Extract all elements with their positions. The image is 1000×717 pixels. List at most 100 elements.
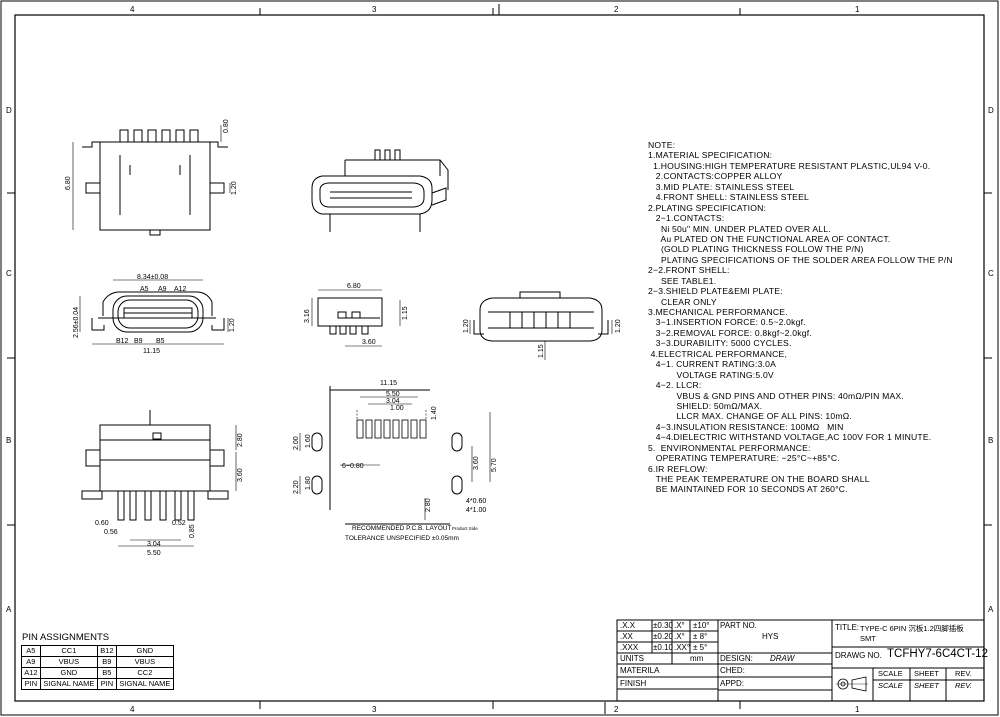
drawg-no-label: DRAWG NO. — [835, 651, 882, 660]
note-line: 3.MECHANICAL PERFORMANCE. — [648, 307, 788, 317]
zone-col-2-bottom: 2 — [614, 705, 619, 714]
tol-1-angle-value: ±10° — [693, 621, 710, 630]
note-line: THE PEAK TEMPERATURE ON THE BOARD SHALL — [648, 474, 870, 484]
pcb-tolerance: TOLERANCE UNSPECIFIED ±0.05mm — [345, 535, 459, 542]
note-line: OPERATING TEMPERATURE: −25°C~+85°C. — [648, 453, 840, 464]
title-label: TITLE: — [835, 623, 860, 632]
drawg-no-value: TCFHY7-6C4CT-12 — [887, 648, 988, 660]
notes-block: NOTE:1.MATERIAL SPECIFICATION: 1.HOUSING… — [648, 140, 953, 495]
units-label: UNITS — [620, 654, 644, 663]
design-value: DRAW — [770, 654, 795, 663]
label-pin-b5: B5 — [156, 338, 165, 345]
dim-bottom-550: 5.50 — [147, 550, 161, 557]
note-line: 2−3.SHIELD PLATE&EMI PLATE: — [648, 286, 783, 297]
dim-top-pitch: 3.60 — [362, 339, 376, 346]
tol-2-label: .XX — [620, 632, 633, 641]
zone-row-b-right: B — [988, 436, 993, 445]
note-line: 4.ELECTRICAL PERFORMANCE, — [648, 348, 788, 359]
dim-bottom-060: 0.60 — [95, 520, 109, 527]
note-line: 2−2.FRONT SHELL: — [648, 265, 730, 276]
dim-rear-bottom: 1.15 — [538, 344, 545, 358]
rev-label-2: REV. — [955, 681, 972, 690]
dim-pcb-304: 3.04 — [386, 398, 400, 405]
side-view — [72, 125, 231, 236]
label-pin-a12: A12 — [174, 286, 187, 293]
dim-pcb-6x080: 6−0.80 — [342, 463, 364, 470]
note-line: 3−2.REMOVAL FORCE: 0.8kgf~2.0kgf. — [648, 327, 812, 338]
rev-label: REV. — [955, 669, 972, 678]
pin-table-cell: GND — [39, 667, 98, 679]
dim-shell-width: 8.34±0.08 — [137, 274, 168, 281]
dim-pcb-width: 11.15 — [380, 380, 397, 387]
dim-pcb-180: 1.80 — [305, 476, 312, 490]
label-pin-a5: A5 — [140, 286, 149, 293]
dim-pcb-100: 1.00 — [390, 405, 404, 412]
dim-top-height: 3.16 — [304, 309, 311, 323]
title-value: TYPE-C 6PIN 沉板1.2四脚插板 — [860, 624, 964, 633]
front-view — [79, 279, 229, 345]
pcb-layout — [299, 386, 491, 525]
note-line: (GOLD PLATING THICKNESS FOLLOW THE P/N) — [648, 244, 864, 255]
zone-labels: 4 3 2 1 4 3 2 1 D C B A D C B A — [6, 5, 994, 714]
dim-pcb-360: 3.60 — [473, 456, 480, 470]
dim-pin-height: 0.80 — [223, 119, 230, 133]
tol-2-angle: .X° — [674, 632, 685, 641]
dim-top-right: 1.15 — [402, 306, 409, 320]
note-line: 2.CONTACTS:COPPER ALLOY — [648, 171, 783, 182]
tol-3-angle-value: ± 5° — [693, 643, 708, 652]
note-line: SHIELD: 50mΩ/MAX. — [648, 400, 763, 411]
dim-bottom-052: 0.52 — [172, 520, 186, 527]
sheet-label-2: SHEET — [914, 681, 940, 690]
dim-pcb-4x100: 4*1.00 — [466, 507, 486, 514]
part-no-label: PART NO. — [720, 621, 757, 630]
ched-label: CHED: — [720, 666, 745, 675]
dim-bottom-085: 0.85 — [189, 524, 196, 538]
note-line: 4.FRONT SHELL: STAINLESS STEEL — [648, 192, 810, 203]
dim-pcb-220: 2.20 — [293, 480, 300, 494]
scale-label-2: SCALE — [878, 681, 903, 690]
bottom-view — [81, 410, 237, 547]
design-label: DESIGN: — [720, 654, 753, 663]
zone-col-1: 1 — [855, 5, 860, 14]
zone-row-d-right: D — [988, 106, 994, 115]
scale-label: SCALE — [878, 669, 903, 678]
dim-bottom-056: 0.56 — [104, 529, 118, 536]
finish-label: FINISH — [620, 679, 647, 688]
note-line: 5. ENVIRONMENTAL PERFORMANCE: — [648, 442, 811, 453]
pin-table-cell: A9 — [21, 656, 41, 668]
zone-ticks — [7, 4, 992, 714]
dim-front-leg: 1.20 — [229, 318, 236, 332]
pin-table-cell: A12 — [21, 667, 41, 679]
tol-1-label: .X.X — [620, 621, 636, 630]
dim-side-height: 6.80 — [65, 176, 72, 190]
pin-table-cell: A5 — [21, 645, 41, 657]
zone-col-3-bottom: 3 — [372, 705, 377, 714]
dim-pcb-4x060: 4*0.60 — [466, 498, 486, 505]
note-line: LLCR MAX. CHANGE OF ALL PINS: 10mΩ. — [648, 411, 852, 422]
tol-3-angle: .XX° — [674, 643, 691, 652]
zone-row-b: B — [6, 436, 11, 445]
dim-bottom-304: 3.04 — [147, 541, 161, 548]
note-line: 4−2. LLCR: — [648, 380, 702, 391]
title-value-line2: SMT — [860, 634, 876, 643]
pin-table-cell: B9 — [96, 656, 117, 668]
rear-view — [469, 291, 613, 360]
dim-leg-height: 1.20 — [231, 181, 238, 195]
pcb-product-side: Product Side — [452, 526, 478, 531]
part-no-value: HYS — [762, 632, 779, 641]
note-line: BE MAINTAINED FOR 10 SECONDS AT 260°C. — [648, 484, 848, 495]
dim-pcb-570: 5.70 — [491, 458, 498, 472]
top-view — [311, 289, 401, 347]
label-pin-a9: A9 — [158, 286, 167, 293]
pcb-layout-title: RECOMMENDED P.C.B. LAYOUT — [352, 525, 451, 532]
pin-table-cell: PIN — [96, 678, 117, 690]
zone-row-a: A — [6, 605, 12, 614]
note-line: 3−3.DURABILITY: 5000 CYCLES. — [648, 338, 792, 349]
note-line: Ni 50u" MIN. UNDER PLATED OVER ALL. — [648, 223, 831, 234]
pin-table-cell: VBUS — [39, 656, 98, 668]
